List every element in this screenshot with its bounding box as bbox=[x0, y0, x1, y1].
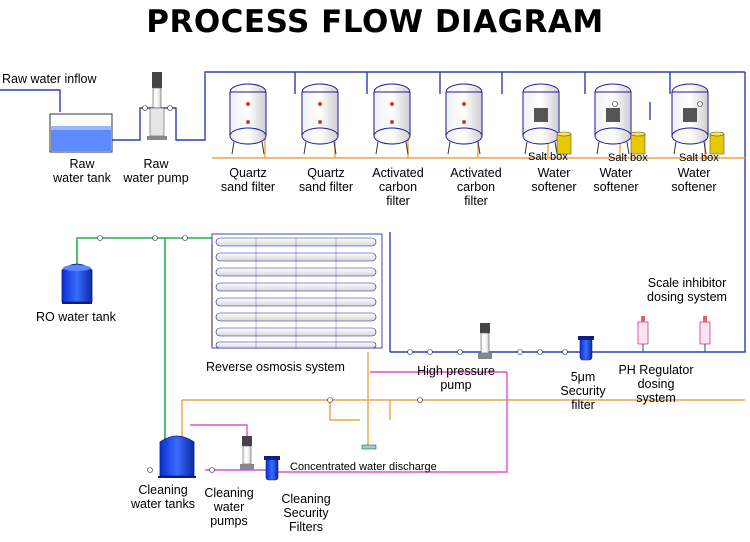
label-raw-water-pump: Raw water pump bbox=[123, 157, 189, 185]
label-salt-box-1: Salt box bbox=[528, 151, 568, 163]
security-filter bbox=[578, 336, 594, 361]
raw-water-pipeline bbox=[0, 71, 746, 353]
raw-water-pump bbox=[147, 72, 167, 140]
ro-water-tank bbox=[61, 263, 93, 304]
label-ro-water-tank: RO water tank bbox=[36, 310, 116, 324]
concentrate-drain-tray bbox=[361, 444, 377, 450]
label-water-softener-3: Water softener bbox=[671, 166, 717, 194]
label-water-softener-1: Water softener bbox=[531, 166, 577, 194]
label-quartz-sand-filter-1: Quartz sand filter bbox=[220, 166, 276, 194]
product-water-pipeline bbox=[76, 237, 212, 445]
salt-boxes bbox=[556, 131, 725, 155]
quartz-sand-filter-1-vessel bbox=[229, 83, 267, 155]
label-raw-water-tank: Raw water tank bbox=[53, 157, 111, 185]
cleaning-water-pump bbox=[240, 436, 254, 470]
label-concentrated-water-discharge: Concentrated water discharge bbox=[290, 461, 437, 473]
label-scale-inhibitor: Scale inhibitor dosing system bbox=[647, 276, 727, 304]
label-cleaning-water-tanks: Cleaning water tanks bbox=[131, 483, 195, 511]
label-ph-regulator: PH Regulator dosing system bbox=[618, 363, 694, 405]
dosing-tanks bbox=[637, 316, 711, 352]
label-water-softener-2: Water softener bbox=[593, 166, 639, 194]
label-activated-carbon-filter-2: Activated carbon filter bbox=[450, 166, 502, 208]
quartz-sand-filter-2-vessel bbox=[301, 83, 339, 155]
label-quartz-sand-filter-2: Quartz sand filter bbox=[298, 166, 354, 194]
reverse-osmosis-rack bbox=[211, 233, 383, 349]
salt-box-2-tank bbox=[630, 131, 646, 155]
label-salt-box-3: Salt box bbox=[679, 152, 719, 164]
activated-carbon-filter-2-vessel bbox=[445, 83, 483, 155]
page-title: PROCESS FLOW DIAGRAM bbox=[146, 4, 604, 40]
label-high-pressure-pump: High pressure pump bbox=[417, 364, 495, 392]
label-raw-water-inflow: Raw water inflow bbox=[2, 72, 97, 86]
label-activated-carbon-filter-1: Activated carbon filter bbox=[372, 166, 424, 208]
label-cleaning-water-pumps: Cleaning water pumps bbox=[204, 486, 254, 528]
water-softener-1-vessel bbox=[522, 83, 560, 155]
label-cleaning-security-filters: Cleaning Security Filters bbox=[281, 492, 331, 534]
cleaning-water-tank bbox=[158, 435, 196, 478]
raw-water-tank bbox=[49, 113, 113, 153]
activated-carbon-filter-1-vessel bbox=[373, 83, 411, 155]
label-security-filter: 5μm Security filter bbox=[560, 370, 606, 412]
water-softener-2-vessel bbox=[594, 83, 632, 155]
ph-regulator-tank bbox=[637, 316, 649, 345]
cleaning-security-filter bbox=[264, 456, 280, 481]
scale-inhibitor-tank bbox=[699, 316, 711, 345]
label-reverse-osmosis-system: Reverse osmosis system bbox=[206, 360, 345, 374]
salt-box-3-tank bbox=[709, 131, 725, 155]
valve-markers bbox=[97, 101, 703, 473]
label-salt-box-2: Salt box bbox=[608, 152, 648, 164]
salt-box-1-tank bbox=[556, 131, 572, 155]
high-pressure-pump bbox=[478, 323, 492, 359]
filter-vessels bbox=[229, 83, 709, 155]
water-softener-3-vessel bbox=[671, 83, 709, 155]
